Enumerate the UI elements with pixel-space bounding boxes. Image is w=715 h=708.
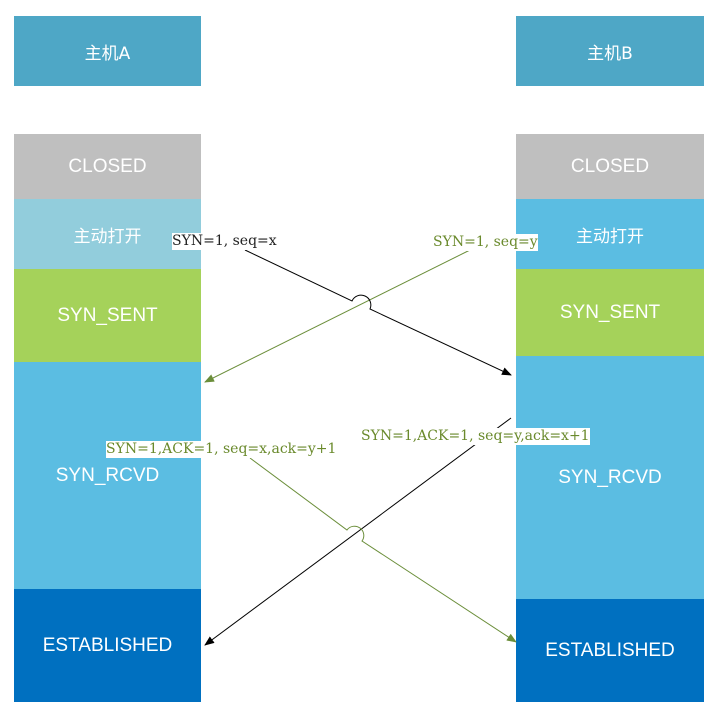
host-b-state-syn-rcvd: SYN_RCVD	[516, 356, 704, 599]
label-a-synack: SYN=1,ACK=1, seq=x,ack=y+1	[106, 441, 337, 458]
arrow-b-synack	[204, 417, 512, 646]
label-a-syn: SYN=1, seq=x	[172, 233, 277, 250]
host-b-header: 主机B	[516, 16, 704, 86]
host-a-state-syn-sent: SYN_SENT	[14, 269, 201, 362]
host-b-state-active-open: 主动打开	[516, 199, 704, 269]
host-a-state-syn-rcvd: SYN_RCVD	[14, 362, 201, 589]
arrow-a-syn	[244, 249, 512, 376]
host-a-state-established: ESTABLISHED	[14, 589, 201, 702]
host-b-state-closed: CLOSED	[516, 134, 704, 199]
host-a-header: 主机A	[14, 16, 201, 86]
arrow-b-syn	[204, 249, 471, 383]
label-b-syn: SYN=1, seq=y	[433, 234, 538, 251]
host-a-state-closed: CLOSED	[14, 134, 201, 199]
host-a-state-active-open: 主动打开	[14, 199, 201, 269]
host-b-state-established: ESTABLISHED	[516, 599, 704, 702]
label-b-synack: SYN=1,ACK=1, seq=y,ack=x+1	[361, 428, 590, 445]
host-b-state-syn-sent: SYN_SENT	[516, 269, 704, 356]
arrow-a-synack	[249, 457, 517, 643]
